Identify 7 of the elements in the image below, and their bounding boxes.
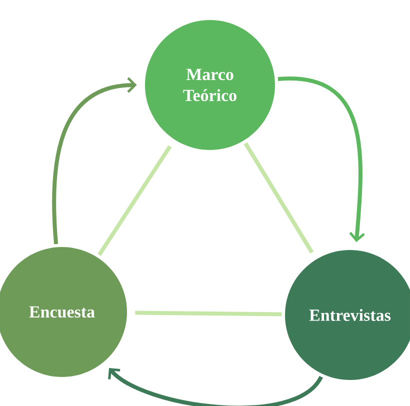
connector-line (135, 310, 282, 316)
curved-arrow (108, 368, 323, 406)
curved-arrow (52, 77, 137, 244)
circle-node: Marco Teórico (145, 20, 275, 150)
connector-line (98, 145, 172, 256)
curved-arrow (278, 76, 365, 242)
connector-line (244, 142, 314, 254)
